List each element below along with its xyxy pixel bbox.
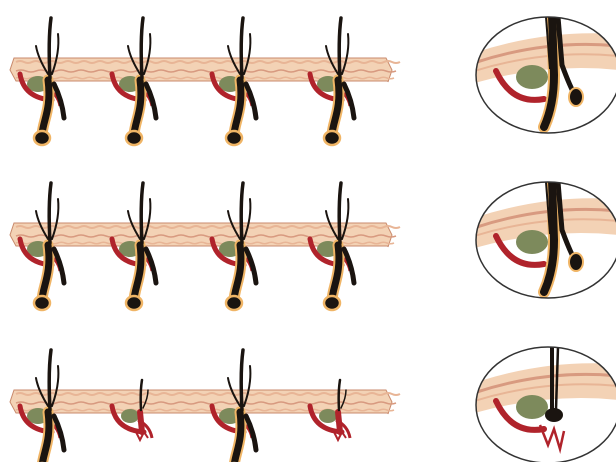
sebaceous-gland [121,409,139,423]
inset-hair-bulb [569,88,583,106]
inset-hair-bulb [569,253,583,271]
hair-bulb [226,131,242,145]
inset-sebaceous-gland [516,65,548,89]
follicle-row-3 [10,350,400,462]
hair-shaft [49,183,51,243]
hair-root [246,416,256,450]
hair-shaft [141,183,143,243]
hair-shaft [339,18,341,78]
hair-root [54,249,64,283]
magnified-inset-2 [468,180,616,298]
hair-root [146,84,156,118]
hair-root [344,84,354,118]
hair-root [344,249,354,283]
sebaceous-gland [319,409,337,423]
hair-root [146,249,156,283]
hair-root [246,84,256,118]
hair-bulb [126,296,142,310]
inset-sebaceous-gland [516,230,548,254]
hair-shaft [241,18,243,78]
miniaturized-follicle [338,412,340,432]
hair-bulb [34,296,50,310]
hair-shaft [49,18,51,78]
hair-root [246,249,256,283]
hair-bulb [34,131,50,145]
miniaturized-follicle [140,412,142,432]
hair-shaft [141,18,143,78]
hair-shaft [241,350,243,410]
hair-shaft [339,380,340,410]
inset-sebaceous-gland [516,395,548,419]
hair-shaft [49,350,51,410]
hair-shaft [339,183,341,243]
hair-root [54,416,64,450]
hair-bulb [324,296,340,310]
hair-shaft [241,183,243,243]
hair-root [54,84,64,118]
hair-bulb [126,131,142,145]
hair-bulb [226,296,242,310]
magnified-inset-1 [468,15,616,133]
magnified-inset-3 [468,345,616,462]
inset-hair-bulb [545,408,563,422]
hair-shaft [141,380,142,410]
hair-bulb [324,131,340,145]
follicle-row-2 [10,183,400,310]
follicle-row-1 [10,18,400,145]
